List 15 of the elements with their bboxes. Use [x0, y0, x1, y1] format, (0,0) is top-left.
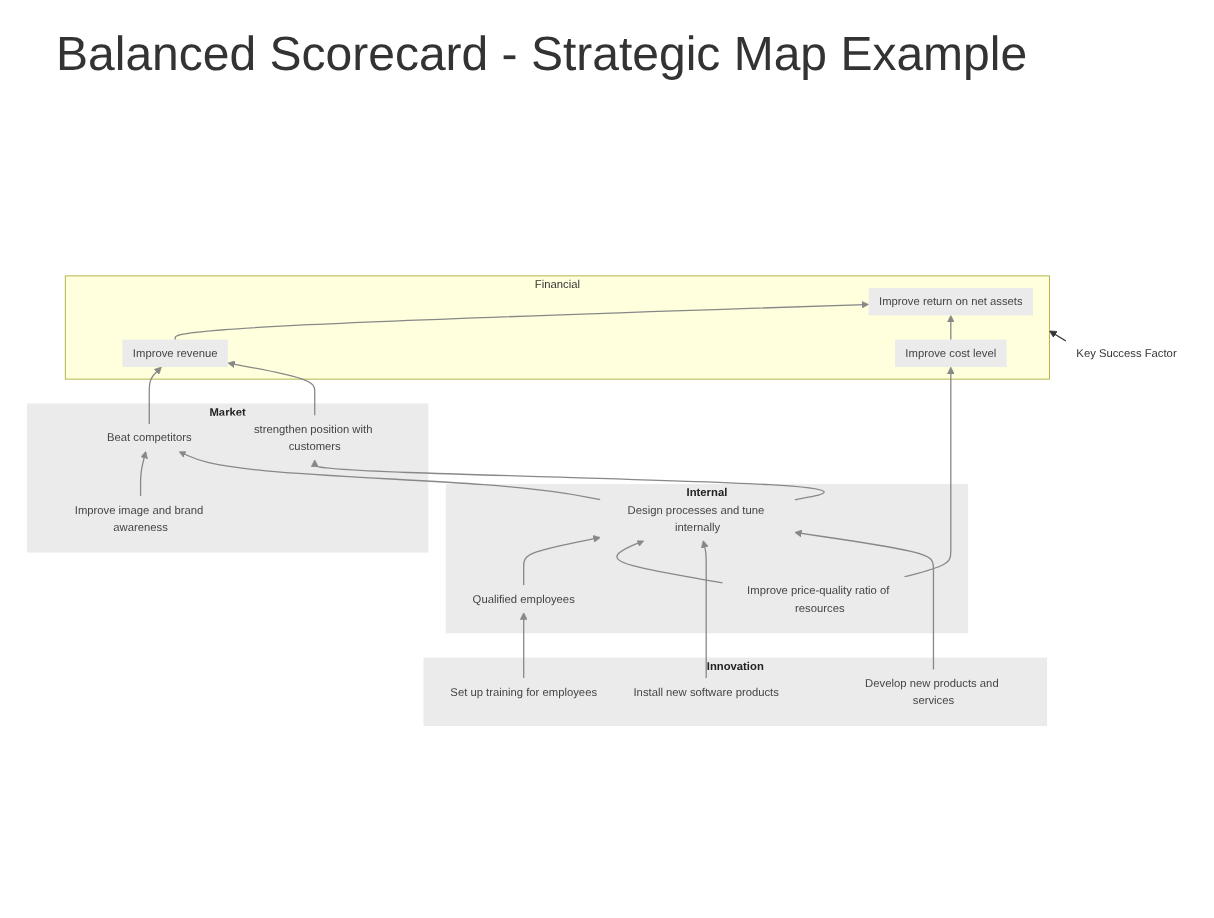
- arrow: [1049, 330, 1067, 342]
- arrow: [616, 539, 724, 584]
- arrow: [148, 366, 162, 425]
- arrow: [310, 459, 825, 501]
- arrow: [139, 451, 148, 497]
- arrow: [794, 529, 935, 671]
- arrow: [701, 540, 709, 679]
- arrow: [178, 450, 601, 501]
- arrow: [227, 360, 316, 417]
- arrow: [523, 535, 601, 586]
- arrow: [174, 300, 869, 341]
- arrow: [519, 612, 528, 679]
- arrow: [903, 366, 955, 578]
- diagram-title: Balanced Scorecard - Strategic Map Example: [56, 28, 1030, 84]
- arrow: [947, 315, 955, 341]
